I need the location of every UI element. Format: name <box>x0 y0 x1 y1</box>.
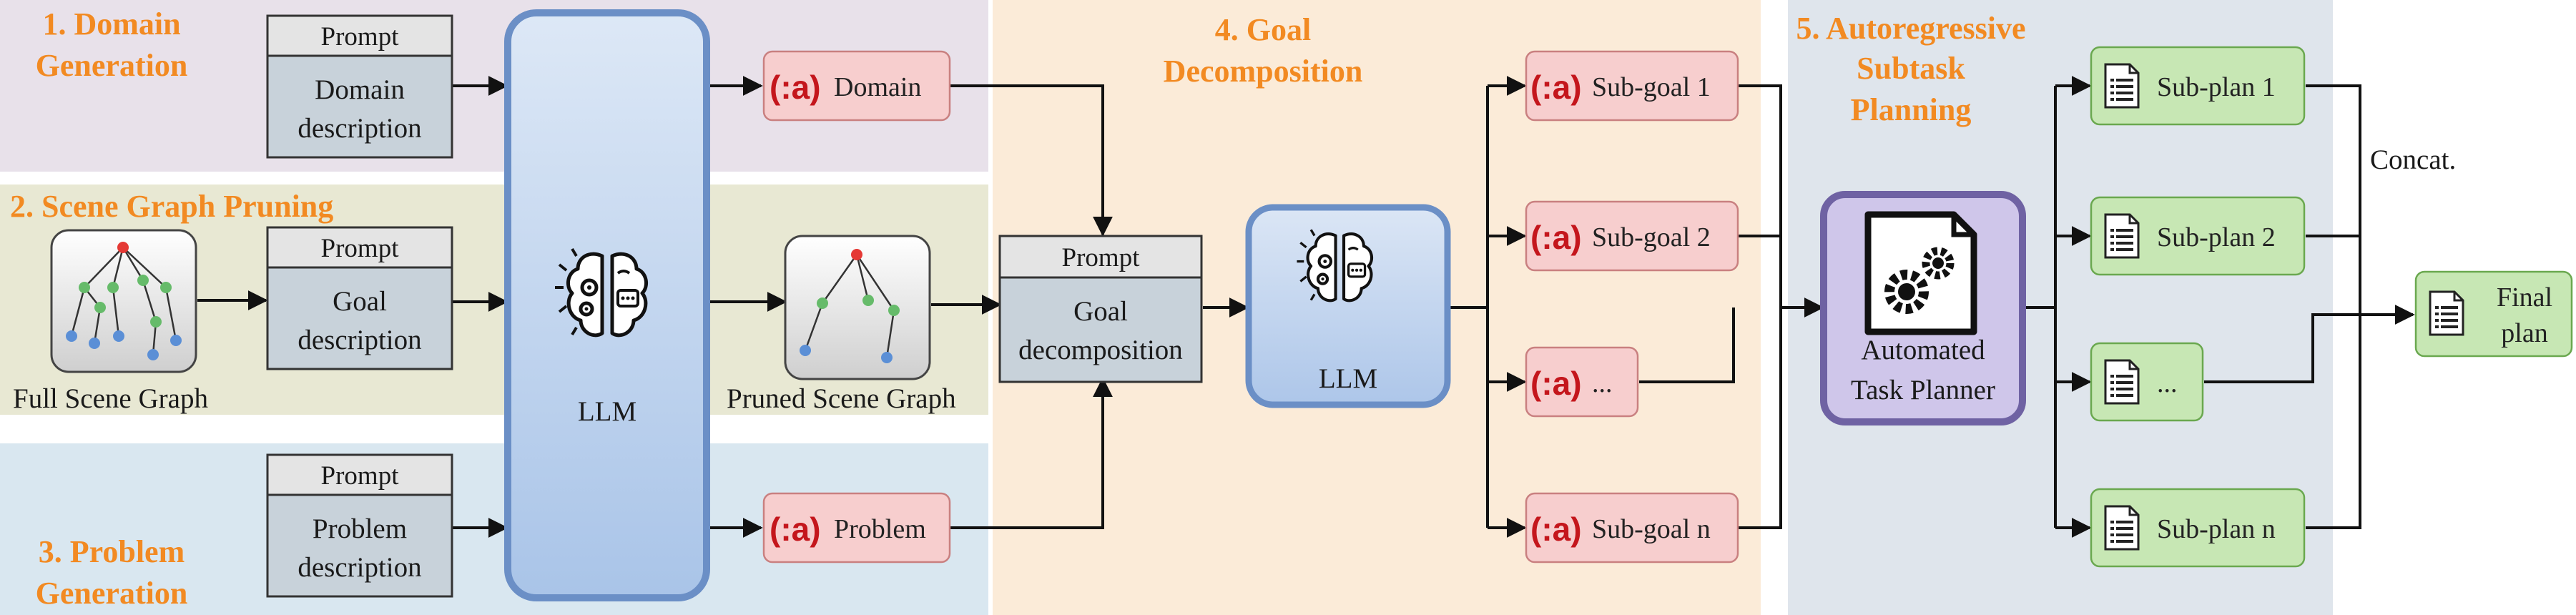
concat-label: Concat. <box>2370 144 2456 175</box>
subgoal-label: ... <box>1592 368 1613 398</box>
full-scene-graph-label: Full Scene Graph <box>13 383 208 414</box>
subplan-label: Sub-plan 1 <box>2157 72 2276 102</box>
final-plan: Final plan <box>2414 270 2573 358</box>
automated-task-planner: Automated Task Planner <box>1820 191 2026 425</box>
final-plan-line2: plan <box>2501 318 2547 348</box>
problem-output: (:a) Problem <box>762 492 951 564</box>
subgoal-label: Sub-goal 2 <box>1592 222 1711 252</box>
full-scene-graph-icon <box>50 229 197 373</box>
region-title-problem-2: Generation <box>36 576 188 611</box>
prompt-header: Prompt <box>1062 243 1141 272</box>
prompt-header: Prompt <box>321 461 400 491</box>
pddl-logo-icon: (:a) <box>1530 69 1582 106</box>
planner-label-2: Task Planner <box>1851 375 1995 405</box>
region-title-autoreg: 5. Autoregressive <box>1796 11 2026 46</box>
domain-output-label: Domain <box>834 72 921 102</box>
region-title-domain-2: Generation <box>36 48 188 83</box>
document-icon <box>2429 290 2464 336</box>
prompt-domain: Prompt Domain description <box>266 14 453 159</box>
subgoal-2: (:a) Sub-goal 2 <box>1525 200 1739 272</box>
pddl-logo-icon: (:a) <box>1530 365 1582 402</box>
pddl-logo-icon: (:a) <box>1530 511 1582 548</box>
region-title-autoreg-2: Subtask <box>1857 51 1965 86</box>
document-icon <box>2104 359 2140 405</box>
prompt-domain-line2: description <box>298 113 421 144</box>
subgoal-1: (:a) Sub-goal 1 <box>1525 50 1739 122</box>
prompt-goal: Prompt Goal description <box>266 226 453 370</box>
pddl-logo-icon: (:a) <box>770 69 821 106</box>
prompt-header: Prompt <box>321 22 400 51</box>
prompt-goal-decomposition: Prompt Goal decomposition <box>998 235 1203 383</box>
document-icon <box>2104 213 2140 259</box>
llm-decomposition: LLM <box>1245 204 1451 408</box>
prompt-domain-line1: Domain <box>315 74 405 105</box>
prompt-problem: Prompt Problem description <box>266 453 453 598</box>
pddl-logo-icon: (:a) <box>1530 219 1582 256</box>
region-title-scene: 2. Scene Graph Pruning <box>10 189 333 224</box>
subplan-n: Sub-plan n <box>2090 488 2306 568</box>
pruned-scene-graph-label: Pruned Scene Graph <box>727 383 956 414</box>
gears-doc-icon <box>1864 211 1977 335</box>
prompt-decomp-line2: decomposition <box>1018 335 1183 365</box>
region-title-goal: 4. Goal <box>1215 12 1311 47</box>
region-title-autoreg-3: Planning <box>1851 92 1972 127</box>
subplan-1: Sub-plan 1 <box>2090 46 2306 126</box>
llm-label: LLM <box>578 396 636 427</box>
pruned-scene-graph-icon <box>784 235 931 380</box>
subplan-label: Sub-plan n <box>2157 514 2276 544</box>
prompt-problem-line2: description <box>298 552 421 583</box>
planner-label-1: Automated <box>1861 335 1985 365</box>
subplan-2: Sub-plan 2 <box>2090 196 2306 276</box>
region-title-goal-2: Decomposition <box>1164 54 1363 89</box>
domain-output: (:a) Domain <box>762 50 951 122</box>
llm-label: LLM <box>1319 363 1377 394</box>
final-plan-line1: Final <box>2497 282 2552 313</box>
problem-output-label: Problem <box>834 514 926 544</box>
prompt-decomp-line1: Goal <box>1073 296 1128 327</box>
subplan-label: ... <box>2157 368 2178 398</box>
prompt-problem-line1: Problem <box>313 513 407 544</box>
subplan-ellipsis: ... <box>2090 342 2204 422</box>
subgoal-label: Sub-goal n <box>1592 514 1711 544</box>
prompt-header: Prompt <box>321 234 400 263</box>
prompt-goal-line2: description <box>298 325 421 355</box>
subgoal-label: Sub-goal 1 <box>1592 72 1711 102</box>
region-title-problem: 3. Problem <box>39 534 185 569</box>
region-title-domain: 1. Domain <box>42 6 180 41</box>
document-icon <box>2104 63 2140 109</box>
prompt-goal-line1: Goal <box>333 286 387 317</box>
document-icon <box>2104 505 2140 551</box>
subgoal-n: (:a) Sub-goal n <box>1525 492 1739 564</box>
llm-main: LLM <box>504 9 710 601</box>
pddl-logo-icon: (:a) <box>770 511 821 548</box>
subplan-label: Sub-plan 2 <box>2157 222 2276 252</box>
subgoal-ellipsis: (:a) ... <box>1525 346 1639 418</box>
